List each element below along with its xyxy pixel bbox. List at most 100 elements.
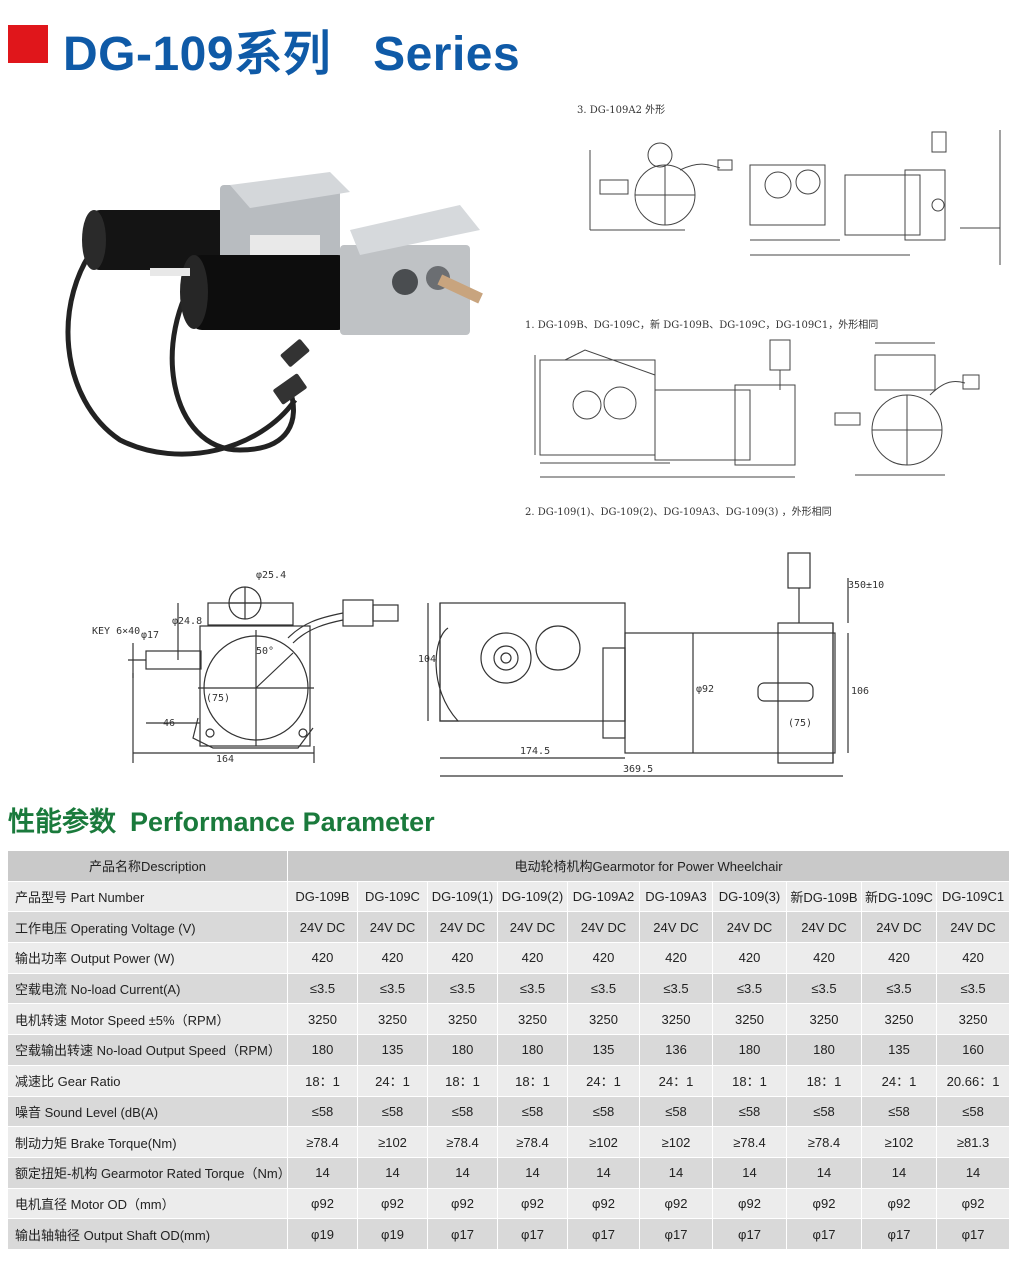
table-cell: 135 [567,1034,640,1066]
table-cell: ≥102 [861,1126,937,1158]
table-cell: 24V DC [786,911,862,944]
table-cell: 135 [357,1034,428,1066]
table-cell: 14 [861,1156,937,1189]
table-cell: 420 [786,942,862,974]
table-cell: 24V DC [497,911,568,944]
description-header: 产品名称Description [7,850,288,882]
table-cell: 3250 [427,1003,498,1036]
dim-104: 104 [418,654,437,665]
table-cell: ≥102 [639,1126,713,1158]
table-cell: DG-109(1) [427,880,498,913]
page-title-en: Series [373,28,521,81]
row-label: 输出功率 Output Power (W) [7,942,288,974]
table-cell: φ17 [497,1218,568,1250]
table-row: 空载电流 No-load Current(A)≤3.5≤3.5≤3.5≤3.5≤… [7,972,1011,1005]
technical-drawing-b [525,335,985,495]
table-cell: ≤3.5 [497,972,568,1005]
table-cell: 24V DC [712,911,787,944]
section-title-cn: 性能参数 [8,807,116,837]
table-cell: ≤3.5 [786,972,862,1005]
row-label: 制动力矩 Brake Torque(Nm) [7,1126,288,1158]
dim-164: 164 [216,754,235,765]
table-cell: ≤3.5 [639,972,713,1005]
table-cell: 14 [427,1156,498,1189]
row-label: 电机转速 Motor Speed ±5%（RPM） [7,1003,288,1036]
table-cell: φ92 [357,1187,428,1220]
table-cell: 新DG-109B [786,880,862,913]
section-title: 性能参数 Performance Parameter [8,800,435,839]
table-cell: 3250 [567,1003,640,1036]
table-cell: φ92 [712,1187,787,1220]
table-cell: φ17 [935,1218,1011,1250]
dim-350: 350±10 [848,580,885,591]
table-cell: 180 [786,1034,862,1066]
table-cell: ≤58 [639,1095,713,1128]
table-cell: ≤58 [357,1095,428,1128]
table-cell: ≤3.5 [567,972,640,1005]
table-cell: φ17 [639,1218,713,1250]
table-cell: DG-109(3) [712,880,787,913]
row-label: 减速比 Gear Ratio [7,1064,288,1097]
table-cell: φ92 [639,1187,713,1220]
table-cell: 18：1 [427,1064,498,1097]
row-label: 产品型号 Part Number [7,880,288,913]
table-header-row: 产品名称Description 电动轮椅机构Gearmotor for Powe… [7,850,1011,882]
dim-174-5: 174.5 [520,746,551,757]
table-cell: 24V DC [935,911,1011,944]
section-title-en: Performance Parameter [130,807,435,837]
table-cell: ≤58 [935,1095,1011,1128]
table-cell: 3250 [861,1003,937,1036]
table-cell: 420 [712,942,787,974]
dim-75-side: (75) [206,693,231,704]
table-cell: 3250 [287,1003,358,1036]
table-cell: φ17 [712,1218,787,1250]
table-cell: 3250 [712,1003,787,1036]
table-cell: 24：1 [639,1064,713,1097]
table-cell: 160 [935,1034,1011,1066]
table-cell: 3250 [357,1003,428,1036]
table-row: 制动力矩 Brake Torque(Nm)≥78.4≥102≥78.4≥78.4… [7,1126,1011,1158]
table-cell: 24V DC [861,911,937,944]
dim-phi92: φ92 [696,684,715,695]
row-label: 空载输出转速 No-load Output Speed（RPM） [7,1034,288,1066]
table-cell: 24V DC [357,911,428,944]
table-cell: 14 [639,1156,713,1189]
table-cell: 24：1 [357,1064,428,1097]
drawing-note-3: 3. DG-109A2 外形 [577,105,666,116]
table-cell: ≤3.5 [712,972,787,1005]
table-cell: 420 [861,942,937,974]
table-cell: DG-109C1 [935,880,1011,913]
table-cell: ≤58 [427,1095,498,1128]
table-cell: φ92 [287,1187,358,1220]
table-cell: ≤58 [786,1095,862,1128]
table-cell: 18：1 [786,1064,862,1097]
dim-75-front: (75) [788,718,813,729]
table-cell: φ92 [786,1187,862,1220]
performance-table: 产品名称Description 电动轮椅机构Gearmotor for Powe… [7,850,1011,1250]
row-label: 额定扭矩-机构 Gearmotor Rated Torque（Nm） [7,1156,288,1189]
table-cell: 420 [357,942,428,974]
table-cell: ≥78.4 [287,1126,358,1158]
row-label: 输出轴轴径 Output Shaft OD(mm) [7,1218,288,1250]
dim-phi25-4: φ25.4 [256,570,287,581]
table-cell: 18：1 [287,1064,358,1097]
table-cell: 180 [497,1034,568,1066]
table-cell: ≥81.3 [935,1126,1011,1158]
table-cell: DG-109B [287,880,358,913]
table-cell: 14 [786,1156,862,1189]
table-cell: ≥78.4 [786,1126,862,1158]
table-cell: 3250 [639,1003,713,1036]
table-cell: 420 [497,942,568,974]
table-cell: φ19 [287,1218,358,1250]
dim-angle: 50° [256,646,275,657]
table-cell: 3250 [935,1003,1011,1036]
table-cell: φ92 [567,1187,640,1220]
table-cell: φ17 [786,1218,862,1250]
drawing-note-1: 1. DG-109B、DG-109C，新 DG-109B、DG-109C，DG-… [525,320,879,331]
technical-drawing-large: KEY 6×40 φ17 φ24.8 φ25.4 50° (75) 46 164… [88,548,884,783]
